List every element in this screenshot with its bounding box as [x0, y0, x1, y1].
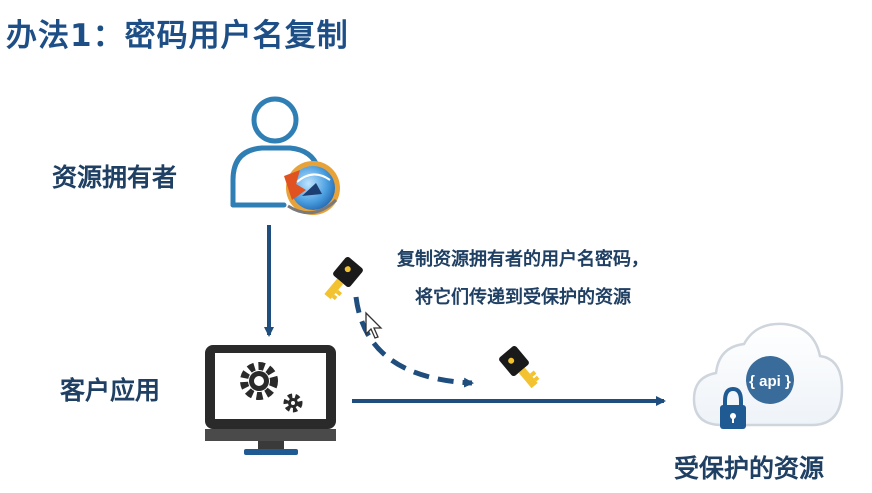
gear-icon	[240, 362, 303, 413]
monitor-icon	[205, 345, 336, 455]
caption-line-2: 将它们传递到受保护的资源	[415, 287, 631, 308]
client-app-label: 客户应用	[60, 376, 161, 405]
key-icon	[499, 345, 540, 389]
page-title: 办法1：密码用户名复制	[6, 18, 349, 54]
cursor-icon	[365, 311, 383, 339]
resource-owner-label: 资源拥有者	[52, 163, 178, 192]
api-label: { api }	[749, 373, 791, 390]
user-icon	[230, 96, 321, 208]
key-icon	[324, 256, 363, 301]
browser-icon	[284, 161, 340, 215]
cloud-icon	[692, 322, 844, 427]
credential-dashed-arrow	[353, 296, 474, 388]
protected-resource-label: 受保护的资源	[674, 454, 825, 483]
caption-line-1: 复制资源拥有者的用户名密码，	[397, 249, 649, 270]
lock-icon	[720, 386, 746, 429]
